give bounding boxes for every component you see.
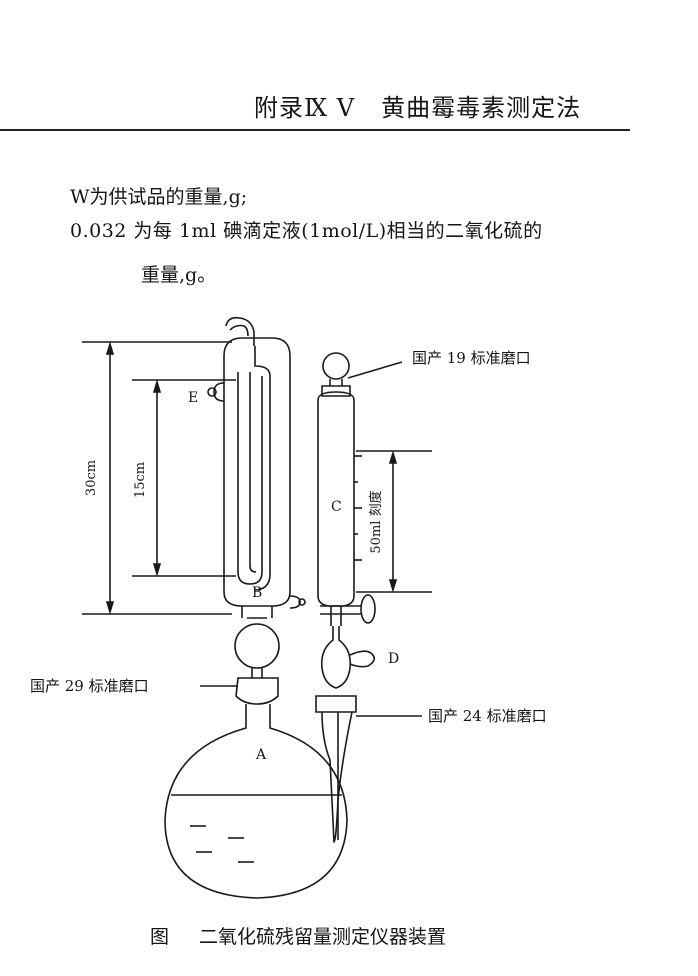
dimension-30cm-label: 30cm [84,460,99,496]
label-c: C [331,499,342,515]
text-line-factor: 0.032 为每 1ml 碘滴定液(1mol/L)相当的二氧化硫的 [70,220,543,242]
header-title: 黄曲霉毒素测定法 [381,94,582,122]
text-line-unit: 重量,g。 [141,264,217,286]
joint-label-left: 国产 29 标准磨口 [30,677,149,695]
label-b: B [252,585,262,601]
text-line-weight: W为供试品的重量,g; [70,186,248,208]
joint-label-top: 国产 19 标准磨口 [412,349,531,367]
caption-title: 二氧化硫残留量测定仪器装置 [199,926,447,948]
funnel-d [315,626,376,843]
joint-label-right: 国产 24 标准磨口 [428,707,547,725]
dimension-15cm: 15cm [132,379,236,577]
running-header: 附录Ⅸ Ⅴ 黄曲霉毒素测定法 [254,88,581,123]
header-rule [0,129,630,131]
apparatus-diagram: 30cm 15cm 50ml 刻度 [30,316,547,899]
dimension-15cm-label: 15cm [133,462,148,498]
dimension-50ml: 50ml 刻度 [356,450,432,593]
label-e: E [188,390,198,406]
round-flask [164,704,348,899]
condenser [207,316,306,618]
label-d: D [388,651,399,667]
figure-caption: 图 二氧化硫残留量测定仪器装置 [150,922,446,949]
dimension-50ml-label: 50ml 刻度 [368,490,384,553]
burette [317,352,376,626]
appendix-label: 附录Ⅸ Ⅴ [254,94,356,122]
dimension-30cm: 30cm [82,341,232,615]
caption-prefix: 图 [150,926,170,948]
bulb-trap [234,617,280,705]
label-a: A [255,747,267,763]
leader-top-joint [347,361,403,379]
